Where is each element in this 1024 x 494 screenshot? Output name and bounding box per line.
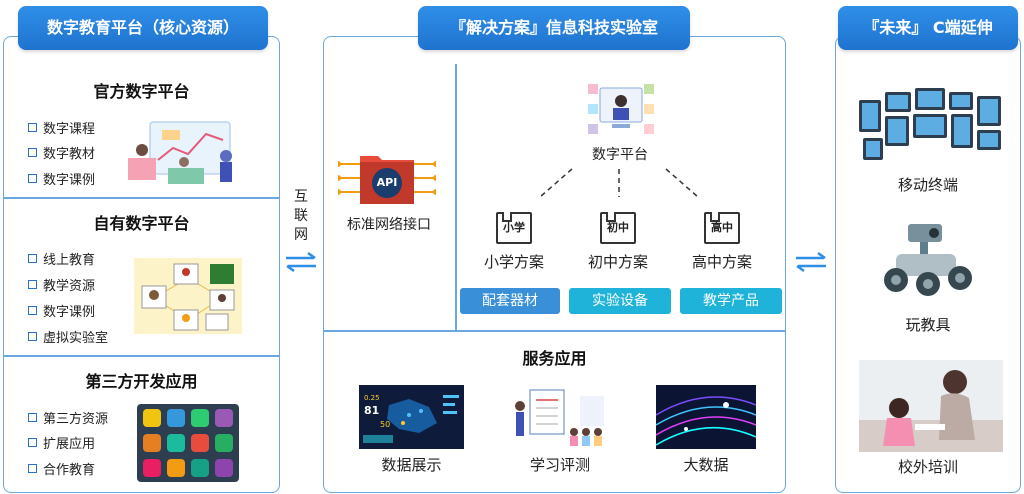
- pill-teaching-products: 教学产品: [680, 288, 782, 314]
- digital-platform-teacher-illustration: [588, 84, 654, 134]
- primary-school-book-icon: 小学: [496, 212, 532, 244]
- robot-toy-illustration: [884, 224, 972, 296]
- left-divider-1: [3, 197, 280, 199]
- checkbox-icon: [28, 306, 37, 315]
- internet-label: 互联网: [291, 188, 311, 245]
- checkbox-icon: [28, 280, 37, 289]
- checkbox-icon: [28, 148, 37, 157]
- official-item: 数字教材: [28, 143, 95, 162]
- right-after-school-training: 校外培训: [897, 458, 958, 476]
- high-school-plan: 高中方案: [691, 253, 752, 271]
- left-divider-2: [3, 355, 280, 357]
- online-network-illustration: [134, 258, 242, 334]
- high-school-book-icon: 高中: [704, 212, 740, 244]
- dashboard-number-1: 0.25: [364, 394, 380, 402]
- service-learning-evaluation: 学习评测: [529, 456, 590, 474]
- own-platform-title: 自有数字平台: [93, 214, 190, 233]
- center-vdivider: [455, 64, 457, 330]
- own-item: 教学资源: [28, 275, 95, 294]
- middle-school-plan: 初中方案: [587, 253, 648, 271]
- service-title: 服务应用: [522, 349, 587, 368]
- right-banner: 『未来』 C端延伸: [838, 6, 1018, 50]
- data-dashboard-illustration: [359, 385, 464, 449]
- official-platform-title: 官方数字平台: [93, 82, 190, 101]
- platform-connector-lines: [539, 168, 699, 198]
- checkbox-icon: [28, 464, 37, 473]
- third-item: 第三方资源: [28, 408, 108, 427]
- digital-platform-label: 数字平台: [592, 147, 648, 163]
- learning-evaluation-illustration: [515, 389, 604, 446]
- checkbox-icon: [28, 174, 37, 183]
- bidirectional-arrow-icon: [796, 251, 826, 273]
- bidirectional-arrow-icon: [286, 251, 316, 273]
- pill-lab-equipment: 实验设备: [569, 288, 671, 314]
- api-label: 标准网络接口: [347, 217, 431, 233]
- own-item: 线上教育: [28, 249, 95, 268]
- own-item: 数字课例: [28, 301, 95, 320]
- service-big-data: 大数据: [683, 456, 729, 474]
- primary-school-plan: 小学方案: [483, 253, 544, 271]
- api-text: API: [376, 176, 398, 189]
- checkbox-icon: [28, 413, 37, 422]
- third-item: 合作教育: [28, 459, 95, 478]
- third-item: 扩展应用: [28, 433, 95, 452]
- pill-supporting-equipment: 配套器材: [460, 288, 560, 314]
- own-item: 虚拟实验室: [28, 327, 108, 346]
- tutoring-photo-illustration: [859, 360, 1003, 452]
- checkbox-icon: [28, 254, 37, 263]
- checkbox-icon: [28, 123, 37, 132]
- left-banner: 数字教育平台（核心资源）: [18, 6, 268, 50]
- middle-school-book-icon: 初中: [600, 212, 636, 244]
- center-divider: [323, 330, 786, 332]
- checkbox-icon: [28, 332, 37, 341]
- mobile-devices-illustration: [859, 88, 1001, 160]
- dashboard-number-3: 50: [380, 420, 391, 429]
- classroom-illustration: [128, 121, 232, 184]
- checkbox-icon: [28, 438, 37, 447]
- app-grid-illustration: [137, 404, 239, 482]
- official-item: 数字课例: [28, 169, 95, 188]
- third-party-title: 第三方开发应用: [85, 372, 198, 391]
- official-item: 数字课程: [28, 118, 95, 137]
- internet-label-text: 互联网: [294, 189, 308, 243]
- right-mobile-terminal: 移动终端: [897, 176, 958, 194]
- api-folder-icon: [338, 156, 436, 204]
- service-data-display: 数据展示: [381, 456, 442, 474]
- dashboard-number-2: 81: [364, 404, 380, 417]
- big-data-illustration: [656, 385, 756, 449]
- right-educational-toys: 玩教具: [905, 316, 951, 334]
- center-banner: 『解决方案』信息科技实验室: [418, 6, 690, 50]
